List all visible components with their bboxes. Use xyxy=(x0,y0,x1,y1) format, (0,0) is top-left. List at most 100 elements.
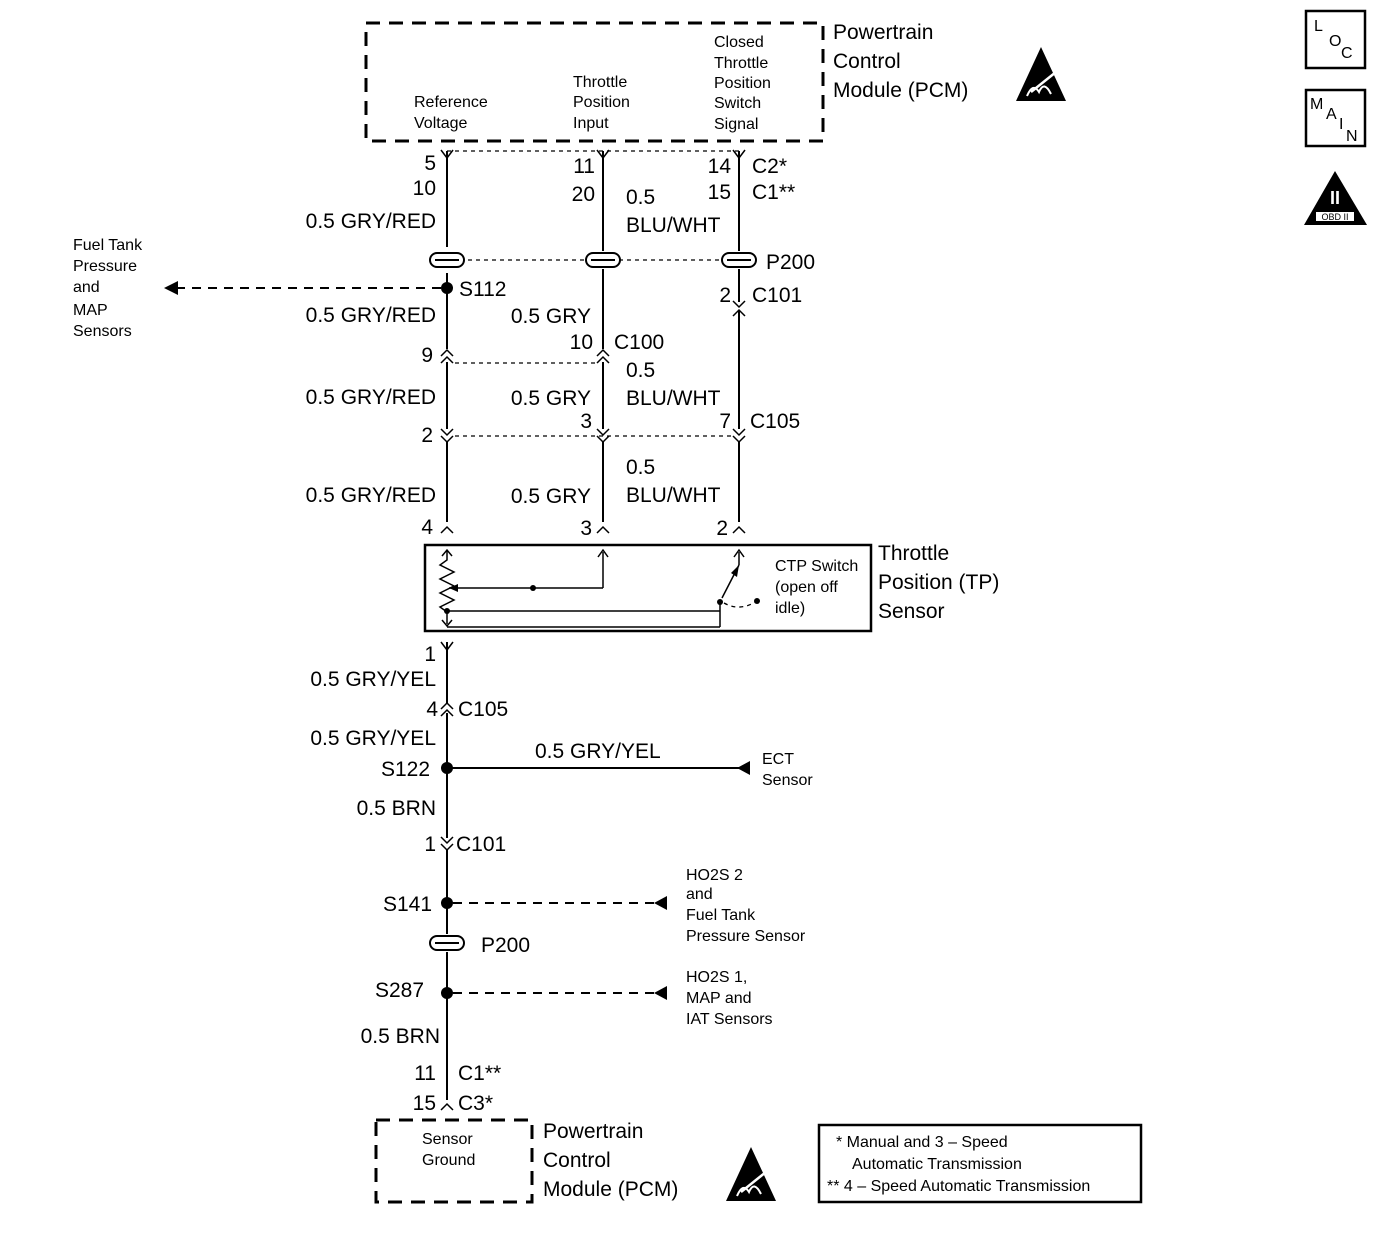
s141-splice xyxy=(441,897,453,909)
tp-sensor-box xyxy=(423,543,873,633)
c105-label-top: C105 xyxy=(750,410,800,433)
transmission-legend: * Manual and 3 – Speed Automatic Transmi… xyxy=(817,1123,1143,1204)
ho2s1-label-1: HO2S 1, xyxy=(686,969,747,986)
ground-pin-tp: 1 xyxy=(424,643,436,666)
pcm-bottom-box xyxy=(374,1118,534,1204)
wire2-pin-c105: 3 xyxy=(580,410,592,433)
pcm-bottom-name-1: Powertrain xyxy=(543,1120,643,1143)
fuel-tank-label-5: Sensors xyxy=(73,323,132,340)
tp-input-label-3: Input xyxy=(573,115,609,132)
ctp-signal-label-1: Closed xyxy=(714,34,764,51)
c100-label: C100 xyxy=(614,331,664,354)
ground-wire-label-3: 0.5 BRN xyxy=(357,797,436,820)
s112-splice: S112 xyxy=(164,278,507,301)
wire3-label-1a: 0.5 xyxy=(626,186,655,209)
wire2-pin-c100: 10 xyxy=(570,331,593,354)
loc-icon[interactable]: L O C xyxy=(1304,9,1367,70)
fuel-tank-label-4: MAP xyxy=(73,302,108,319)
p200-connector-bottom xyxy=(429,935,465,951)
pcm-top-name-1: Powertrain xyxy=(833,21,933,44)
ground-c101-pin: 1 xyxy=(424,833,436,856)
tp-input-label-2: Position xyxy=(573,94,630,111)
c101-label-top: C101 xyxy=(752,284,802,307)
ground-wire-label-2: 0.5 GRY/YEL xyxy=(310,727,436,750)
pcm-top: Reference Voltage Throttle Position Inpu… xyxy=(364,21,1066,143)
wire2-label-1: 0.5 GRY xyxy=(511,305,591,328)
svg-text:C: C xyxy=(1341,45,1353,62)
tp-sensor-name-2: Position (TP) xyxy=(878,571,999,594)
wire1-pin-c100: 9 xyxy=(421,344,433,367)
ctp-signal-label-2: Throttle xyxy=(714,55,768,72)
ect-label-2: Sensor xyxy=(762,772,813,789)
legend-line-3: ** 4 – Speed Automatic Transmission xyxy=(827,1178,1090,1195)
tp-sensor-name-1: Throttle xyxy=(878,542,949,565)
esd-warning-icon xyxy=(1016,47,1066,101)
ref-voltage-label-2: Voltage xyxy=(414,115,467,132)
wire2-pcm-pin-2: 20 xyxy=(572,183,595,206)
wire1-pcm-pin-1: 5 xyxy=(424,152,436,175)
wire3-label-3b: BLU/WHT xyxy=(626,484,721,507)
tp-sensor: CTP Switch (open off idle) Throttle Posi… xyxy=(423,542,999,633)
svg-text:N: N xyxy=(1346,128,1358,145)
pcm-top-name-2: Control xyxy=(833,50,901,73)
svg-text:OBD II: OBD II xyxy=(1321,212,1348,222)
pcm-bottom: Sensor Ground Powertrain Control Module … xyxy=(374,1118,776,1204)
ctp-signal-label-3: Position xyxy=(714,75,771,92)
ground-pcm-pin-2: 15 xyxy=(413,1092,436,1115)
p200-label-top: P200 xyxy=(766,251,815,274)
tp-sensor-name-3: Sensor xyxy=(878,600,945,623)
wire3-pcm-pin-1: 14 xyxy=(708,155,732,178)
svg-text:I: I xyxy=(1339,116,1343,133)
ctp-switch-label-2: (open off xyxy=(775,579,838,596)
wire3-label-2b: BLU/WHT xyxy=(626,387,721,410)
esd-warning-icon xyxy=(726,1147,776,1201)
arrow-left-icon xyxy=(654,896,667,910)
wire1-pin-tp: 4 xyxy=(421,516,433,539)
fuel-tank-label-1: Fuel Tank xyxy=(73,237,143,254)
wire3-label-3a: 0.5 xyxy=(626,456,655,479)
wire3-label-1b: BLU/WHT xyxy=(626,214,721,237)
ect-wire-label: 0.5 GRY/YEL xyxy=(535,740,661,763)
ground-pcm-connector-1: C1** xyxy=(458,1062,501,1085)
svg-text:O: O xyxy=(1329,33,1341,50)
legend-box xyxy=(817,1123,1143,1204)
svg-text:A: A xyxy=(1326,106,1337,123)
svg-text:M: M xyxy=(1310,96,1323,113)
p200-label-bottom: P200 xyxy=(481,934,530,957)
wire3-label-2a: 0.5 xyxy=(626,359,655,382)
ho2s1-label-3: IAT Sensors xyxy=(686,1011,773,1028)
legend-line-1: * Manual and 3 – Speed xyxy=(836,1134,1008,1151)
wire1-label-4: 0.5 GRY/RED xyxy=(306,484,436,507)
ground-wire-label-4: 0.5 BRN xyxy=(361,1025,440,1048)
ground-c105-pin: 4 xyxy=(426,698,438,721)
wire-reference-voltage: 5 10 0.5 GRY/RED 0.5 GRY/RED 0.5 GRY/RED… xyxy=(306,149,454,539)
ground-pcm-connector-2: C3* xyxy=(458,1092,493,1115)
wire3-pcm-connector-2: C1** xyxy=(752,181,795,204)
ho2s2-label-4: Pressure Sensor xyxy=(686,928,806,945)
s122-label: S122 xyxy=(381,758,430,781)
main-icon[interactable]: M A I N xyxy=(1304,88,1367,148)
tp-input-label-1: Throttle xyxy=(573,74,627,91)
obd-ii-icon[interactable]: II OBD II xyxy=(1304,171,1367,225)
ground-c101-label: C101 xyxy=(456,833,506,856)
wire3-pin-c101: 2 xyxy=(719,284,731,307)
wire2-label-3: 0.5 GRY xyxy=(511,485,591,508)
wire2-label-2: 0.5 GRY xyxy=(511,387,591,410)
ho2s2-label-3: Fuel Tank xyxy=(686,907,756,924)
ho2s2-label-1: HO2S 2 xyxy=(686,867,743,884)
wire-ctp-signal: 14 15 C2* C1** 0.5 BLU/WHT 0.5 BLU/WHT 0… xyxy=(626,149,795,540)
wire3-pin-tp: 2 xyxy=(716,517,728,540)
arrow-left-icon xyxy=(654,986,667,1000)
ctp-switch-label-1: CTP Switch xyxy=(775,558,858,575)
ctp-switch-label-3: idle) xyxy=(775,600,805,617)
ho2s1-label-2: MAP and xyxy=(686,990,752,1007)
wire3-pcm-pin-2: 15 xyxy=(708,181,731,204)
p200-connector-top: P200 xyxy=(429,251,815,274)
fuel-tank-label-2: Pressure xyxy=(73,258,137,275)
connector-lines xyxy=(447,150,739,437)
wire2-pcm-pin-1: 11 xyxy=(573,155,595,178)
ctp-signal-label-5: Signal xyxy=(714,116,758,133)
ect-label-1: ECT xyxy=(762,751,794,768)
sensor-ground-label-1: Sensor xyxy=(422,1131,473,1148)
